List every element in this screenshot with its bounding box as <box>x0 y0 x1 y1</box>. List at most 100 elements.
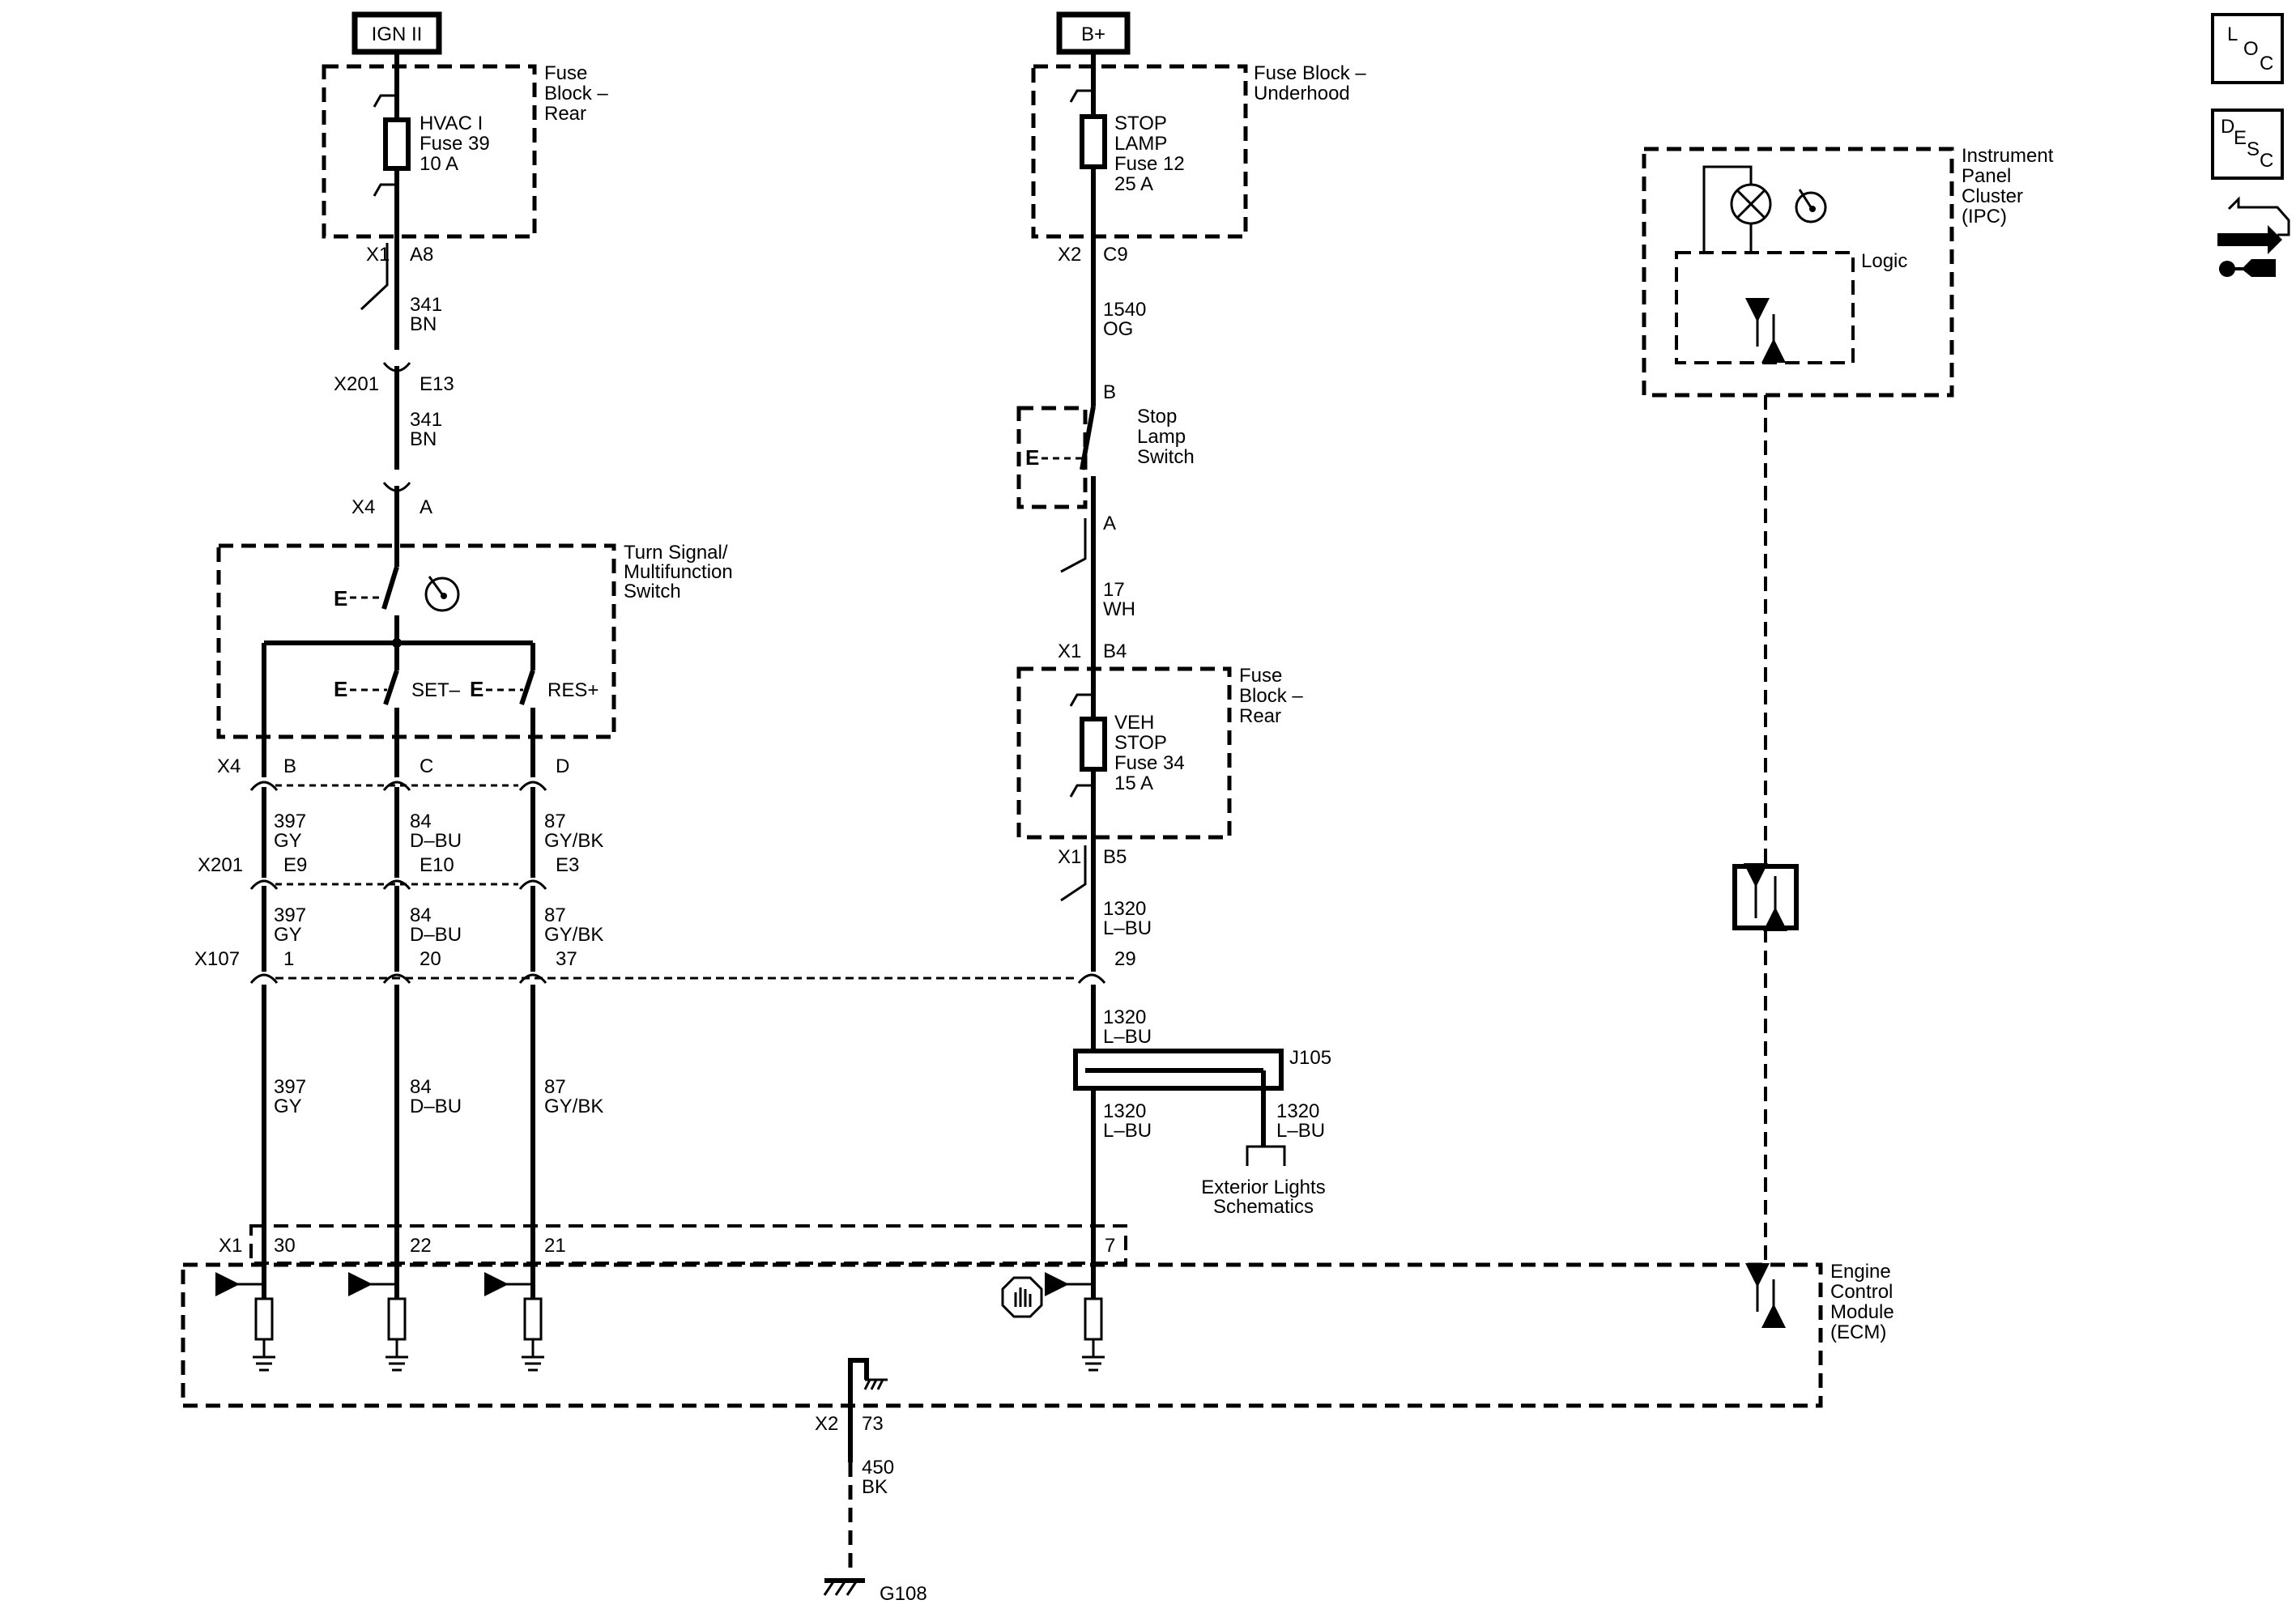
stop-fuse-line-1: STOP <box>1114 113 1167 134</box>
lamp-icon <box>1730 183 1772 225</box>
ign-ii-power-source: IGN II <box>351 11 442 55</box>
x107-conn: X107 <box>194 948 240 970</box>
wire-17-color: WH <box>1103 598 1135 620</box>
stop-fuse-line-4: 25 A <box>1114 173 1153 195</box>
rear-stop-title-1: Fuse <box>1239 665 1282 687</box>
b4-pin-label: B4 <box>1103 640 1127 662</box>
x201-pin-e3: E3 <box>556 854 579 876</box>
ipc-title-1: Instrument <box>1962 145 2054 167</box>
x107-pin-37: 37 <box>556 948 577 970</box>
set-actuator-icon: E <box>334 677 347 701</box>
fuse-block-underhood: Fuse Block – Underhood STOP LAMP Fuse 12… <box>1031 52 1366 406</box>
wire-397c-num: 397 <box>274 1076 306 1098</box>
hvac-fuse-icon <box>383 117 411 171</box>
wire-341b-color: BN <box>410 428 437 450</box>
hvac-fuse-line-3: 10 A <box>420 153 458 175</box>
underhood-title-2: Underhood <box>1254 83 1350 104</box>
desc-letter-e: E <box>2234 127 2247 149</box>
ipc-title-4: (IPC) <box>1962 206 2007 228</box>
wire-84c-num: 84 <box>410 1076 432 1098</box>
wire-341b-num: 341 <box>410 409 442 431</box>
ipc-speedometer-icon <box>1795 189 1827 223</box>
loc-letter-o: O <box>2243 38 2259 60</box>
ecm-pin-30: 30 <box>274 1235 296 1257</box>
connector-a8 <box>360 243 389 311</box>
ecm-pin-22: 22 <box>410 1235 432 1257</box>
wire-341-num: 341 <box>410 294 442 316</box>
stop-lamp-fuse-icon <box>1080 114 1107 169</box>
x107-connectors <box>249 973 1106 984</box>
fuse-block-rear-title-1: Fuse <box>544 62 587 84</box>
a8-pin-label: A8 <box>410 244 433 266</box>
turn-switch-title-3: Switch <box>624 581 681 602</box>
connector-b5 <box>1060 845 1087 902</box>
c9-pin-label: C9 <box>1103 244 1128 266</box>
wire-87a-num: 87 <box>544 811 566 832</box>
g108-label: G108 <box>880 1583 927 1605</box>
hand-stop-icon <box>1001 1276 1043 1318</box>
wire-397b-color: GY <box>274 924 302 946</box>
rear-stop-title-3: Rear <box>1239 705 1281 727</box>
veh-fuse-line-1: VEH <box>1114 712 1154 734</box>
wire-1320b-color: L–BU <box>1103 1026 1152 1048</box>
description-icon[interactable]: D E S C <box>2211 109 2284 180</box>
b5-pin-label: B5 <box>1103 846 1127 868</box>
wire-87a-color: GY/BK <box>544 830 603 852</box>
splice-j105: J105 <box>1073 1047 1331 1147</box>
wire-84a-color: D–BU <box>410 830 462 852</box>
wire-341-color: BN <box>410 313 437 335</box>
ecm-title-3: Module <box>1830 1301 1894 1323</box>
fuse-block-rear-title-3: Rear <box>544 103 586 125</box>
wire-450-num: 450 <box>862 1457 894 1479</box>
desc-letter-d: D <box>2221 116 2234 138</box>
hvac-fuse-line-2: Fuse 39 <box>420 133 490 155</box>
stop-pin-a: A <box>1103 513 1116 534</box>
wire-397b-num: 397 <box>274 904 306 926</box>
location-icon[interactable]: L O C <box>2211 13 2284 84</box>
wire-1320d-color: L–BU <box>1276 1120 1325 1142</box>
ground-pin-73: 73 <box>862 1413 884 1435</box>
fuse-block-rear-top: Fuse Block – Rear HVAC I Fuse 39 10 A <box>322 52 608 301</box>
wire-1320b-num: 1320 <box>1103 1006 1146 1028</box>
wire-87c-color: GY/BK <box>544 1096 603 1117</box>
x4-bottom-conn: X4 <box>217 755 241 777</box>
x201-bottom-conn: X201 <box>198 854 243 876</box>
b5-conn-label: X1 <box>1058 846 1081 868</box>
x4-a-pin-label: A <box>420 496 432 518</box>
ecm-title-1: Engine <box>1830 1261 1891 1283</box>
j105-label: J105 <box>1289 1047 1331 1069</box>
veh-fuse-line-4: 15 A <box>1114 772 1153 794</box>
x107-pin-20: 20 <box>420 948 441 970</box>
schematic-reference-icon <box>1246 1145 1286 1166</box>
connector-tool-icon[interactable] <box>2217 196 2290 277</box>
logic-label: Logic <box>1861 250 1907 272</box>
ecm-input-22 <box>348 1272 408 1372</box>
wire-84a-num: 84 <box>410 811 432 832</box>
wire-1540-num: 1540 <box>1103 299 1146 321</box>
x2-conn-label: X2 <box>1058 244 1081 266</box>
ecm-x1-conn: X1 <box>219 1235 242 1257</box>
loc-letter-c: C <box>2260 53 2273 74</box>
x4-bottom-connectors <box>249 781 547 791</box>
x201-pin-e9: E9 <box>283 854 307 876</box>
ecm-title-4: (ECM) <box>1830 1321 1886 1343</box>
ecm-input-30 <box>215 1272 275 1372</box>
ground-conn: X2 <box>815 1413 838 1435</box>
veh-stop-fuse-icon <box>1080 717 1107 772</box>
stop-switch-title-2: Lamp <box>1137 426 1186 448</box>
bplus-power-source: B+ <box>1056 11 1131 55</box>
desc-letter-c: C <box>2260 150 2273 172</box>
set-label: SET– <box>411 679 461 701</box>
rear-stop-title-2: Block – <box>1239 685 1303 707</box>
wire-84b-num: 84 <box>410 904 432 926</box>
bplus-label: B+ <box>1081 23 1105 45</box>
ecm-ground-icon <box>863 1378 888 1390</box>
ecm-x1-connector-box <box>249 1224 1127 1265</box>
stop-switch-title-3: Switch <box>1137 446 1195 468</box>
veh-fuse-line-2: STOP <box>1114 732 1167 754</box>
underhood-title-1: Fuse Block – <box>1254 62 1366 84</box>
wire-84c-color: D–BU <box>410 1096 462 1117</box>
x1-conn-label: X1 <box>366 244 390 266</box>
loc-letter-l: L <box>2227 23 2238 45</box>
